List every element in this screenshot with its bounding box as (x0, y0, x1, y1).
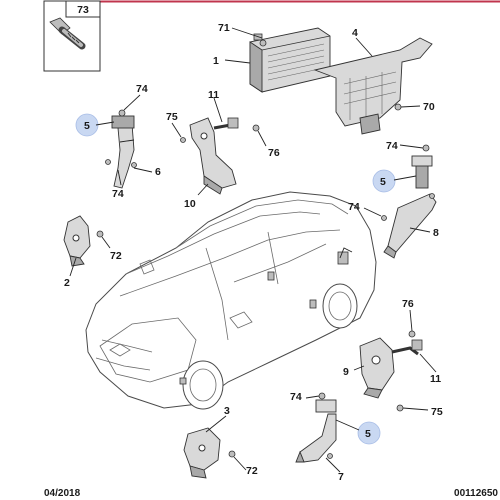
rod-11a (213, 117, 239, 130)
label-11-a: 11 (208, 89, 219, 101)
sensor-7 (295, 399, 337, 463)
bracket-3 (183, 427, 221, 479)
bracket-2 (63, 215, 91, 267)
label-10: 10 (184, 198, 196, 210)
label-71: 71 (218, 22, 230, 34)
ecu-bracket-4 (313, 37, 433, 135)
label-1: 1 (213, 55, 219, 67)
label-76-b: 76 (402, 298, 414, 310)
highlight-5c (357, 421, 381, 445)
bracket-9 (359, 337, 395, 399)
label-70: 70 (423, 101, 435, 113)
inset-number: 73 (77, 4, 89, 16)
label-72-a: 72 (110, 250, 122, 262)
label-76-a: 76 (268, 147, 280, 159)
sensor-8 (383, 155, 437, 259)
label-6: 6 (155, 166, 161, 178)
bracket-10 (189, 117, 237, 195)
label-9: 9 (343, 366, 349, 378)
footer-ref: 00112650 (454, 488, 498, 499)
label-75-b: 75 (431, 406, 443, 418)
label-74-b: 74 (112, 188, 124, 200)
label-75-a: 75 (166, 111, 178, 123)
car-body (85, 191, 377, 410)
label-5-c: 5 (365, 428, 371, 440)
label-5-b: 5 (380, 176, 386, 188)
highlight-5b (372, 169, 396, 193)
label-74-e: 74 (290, 391, 302, 403)
label-74-d: 74 (348, 201, 360, 213)
label-4: 4 (352, 27, 358, 39)
label-74-c: 74 (386, 140, 398, 152)
label-72-b: 72 (246, 465, 258, 477)
rod-11b (391, 339, 423, 356)
footer-date: 04/2018 (44, 488, 81, 499)
ecu-module-1 (249, 27, 331, 93)
label-2: 2 (64, 277, 70, 289)
label-3: 3 (224, 405, 230, 417)
label-74-a: 74 (136, 83, 148, 95)
screw-icon (49, 17, 86, 50)
label-8: 8 (433, 227, 439, 239)
leader-lines (69, 27, 437, 473)
label-7: 7 (338, 471, 344, 483)
label-5-a: 5 (84, 120, 90, 132)
inset-73: 73 (43, 0, 101, 72)
bracket-6 (111, 115, 135, 189)
label-11-b: 11 (430, 373, 441, 385)
